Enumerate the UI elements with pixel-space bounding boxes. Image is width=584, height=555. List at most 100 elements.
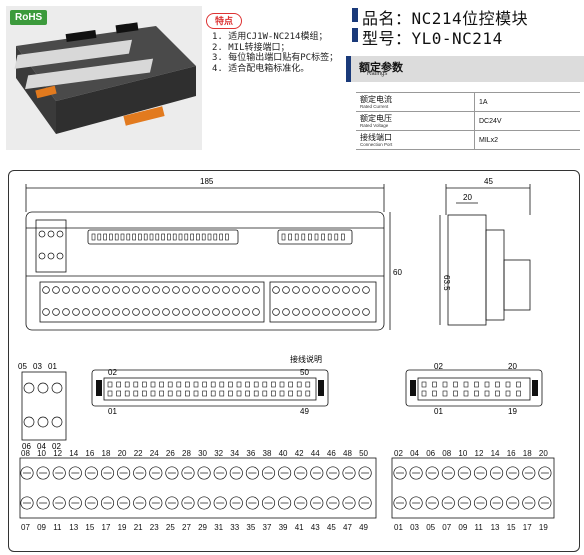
terminal-label-bottom: 47 xyxy=(343,523,352,532)
terminal-label-bottom: 07 xyxy=(21,523,30,532)
small-top-label: 03 xyxy=(33,362,42,371)
connector-pin xyxy=(124,381,130,388)
terminal-screw xyxy=(172,286,180,294)
terminal-label-top: 22 xyxy=(134,449,143,458)
connector-pin xyxy=(421,390,427,397)
connector-pin xyxy=(294,233,299,241)
terminal-label-top: 30 xyxy=(198,449,207,458)
connector-pin xyxy=(190,233,194,241)
connector-pin xyxy=(495,390,500,397)
connector-pin xyxy=(219,381,225,388)
terminal-screw xyxy=(322,286,330,294)
terminal-screw xyxy=(202,308,210,316)
terminal-screw xyxy=(112,308,120,316)
dim-side-width: 45 xyxy=(484,177,493,186)
conn-a-top-left: 02 xyxy=(108,368,117,377)
connector-pin xyxy=(213,233,218,241)
terminal-label-bottom: 27 xyxy=(182,523,191,532)
terminal-screw xyxy=(242,286,250,294)
terminal-screw xyxy=(162,286,170,294)
terminal-screw xyxy=(47,252,55,260)
terminal-label-top: 24 xyxy=(150,449,159,458)
terminal-label-top: 34 xyxy=(230,449,239,458)
terminal-screw xyxy=(282,308,290,316)
terminal-screw xyxy=(302,286,310,294)
connector-pin xyxy=(453,390,458,397)
conn-a-top-right: 50 xyxy=(300,368,309,377)
connector-pin xyxy=(505,381,511,388)
small-top-label: 05 xyxy=(18,362,27,371)
feature-line: 1. 适用CJ1W-NC214模组； xyxy=(212,32,328,42)
conn-a-bottom-right: 49 xyxy=(300,407,309,416)
terminal-screw xyxy=(23,382,35,394)
terminal-screw xyxy=(62,286,70,294)
connector-pin xyxy=(167,390,173,397)
connector-pin xyxy=(185,381,190,388)
terminal-screw xyxy=(242,308,250,316)
feature-line: 3. 每位输出端口贴有PC标签； xyxy=(212,53,339,63)
connector-pin xyxy=(421,381,427,388)
terminal-screw xyxy=(362,286,370,294)
connector-pin xyxy=(193,381,199,388)
terminal-screw xyxy=(342,308,350,316)
terminal-screw xyxy=(42,286,50,294)
terminal-screw xyxy=(37,416,49,428)
connector-pin xyxy=(288,390,293,397)
terminal-screw xyxy=(222,308,230,316)
terminal-label-top: 46 xyxy=(327,449,336,458)
title-marker xyxy=(352,28,358,42)
terminal-label-top: 36 xyxy=(246,449,255,458)
terminal-label-bottom: 17 xyxy=(523,523,532,532)
terminal-screw xyxy=(252,286,260,294)
terminal-label-top: 06 xyxy=(426,449,435,458)
terminal-label-top: 48 xyxy=(343,449,352,458)
drawing-frame xyxy=(8,170,580,552)
terminal-label-top: 20 xyxy=(118,449,127,458)
connector-pin xyxy=(262,381,268,388)
connector-pin xyxy=(279,390,285,397)
terminal-screw xyxy=(292,308,300,316)
terminal-label-bottom: 13 xyxy=(491,523,500,532)
terminal-label-top: 08 xyxy=(442,449,451,458)
terminal-label-top: 32 xyxy=(214,449,223,458)
terminal-screw xyxy=(62,308,70,316)
terminal-screw xyxy=(102,308,110,316)
connector-pin xyxy=(281,233,286,241)
connector-pin xyxy=(314,233,319,241)
terminal-label-bottom: 11 xyxy=(53,523,62,532)
terminal-screw xyxy=(102,286,110,294)
terminal-screw xyxy=(132,286,140,294)
rohs-badge: RoHS xyxy=(10,10,48,25)
terminal-label-bottom: 09 xyxy=(458,523,467,532)
connector-pin xyxy=(279,381,285,388)
terminal-screw xyxy=(56,252,64,260)
connector-pin xyxy=(210,390,216,397)
conn-b-bottom-right: 19 xyxy=(508,407,517,416)
terminal-label-bottom: 43 xyxy=(311,523,320,532)
connector-pin xyxy=(253,390,259,397)
connector-pin xyxy=(505,390,511,397)
terminal-screw xyxy=(72,308,80,316)
terminal-screw xyxy=(272,308,280,316)
connector-pin xyxy=(245,381,250,388)
connector-pin xyxy=(150,381,156,388)
connector-pin xyxy=(159,390,164,397)
connector-pin xyxy=(114,233,119,241)
connector-pin xyxy=(262,390,268,397)
connector-pin xyxy=(91,233,96,241)
connector-pin xyxy=(149,233,154,241)
terminal-screw xyxy=(38,230,46,238)
terminal-label-top: 18 xyxy=(102,449,111,458)
terminal-screw xyxy=(182,286,190,294)
connector-pin xyxy=(207,233,212,241)
connector-pin xyxy=(271,381,276,388)
connector-pin xyxy=(178,233,183,241)
connector-pin xyxy=(155,233,160,241)
terminal-screw xyxy=(282,286,290,294)
connector-pin xyxy=(308,233,312,241)
terminal-label-top: 08 xyxy=(21,449,30,458)
terminal-label-top: 16 xyxy=(85,449,94,458)
connector-pin xyxy=(327,233,332,241)
features-tag: 特点 xyxy=(206,13,242,29)
